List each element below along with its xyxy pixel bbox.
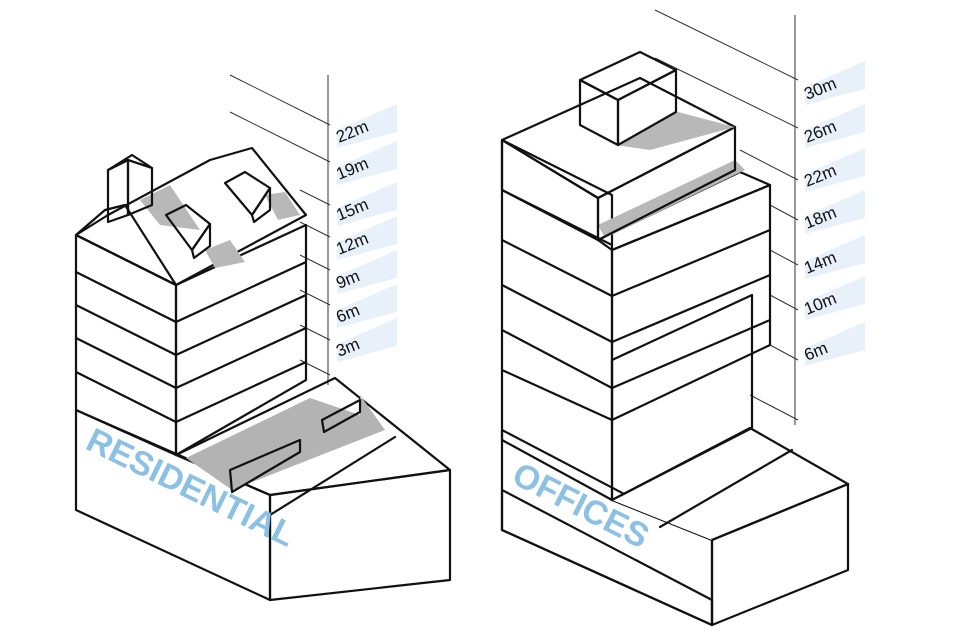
residential-low-wall-2 <box>320 398 362 434</box>
offices-step-shadow <box>598 160 745 238</box>
plant-box-top <box>578 50 678 102</box>
residential-floor-lines <box>74 260 308 424</box>
dormer-1-side <box>190 222 212 260</box>
residential-shadow <box>186 395 385 490</box>
residential-plinth-side <box>268 468 452 602</box>
offices-dimension-line <box>654 9 799 425</box>
residential-plinth-joint <box>268 435 397 517</box>
roof-shadow-1 <box>140 185 200 230</box>
residential-height-labels: 22m 19m 15m 12m 9m 6m 3m <box>333 104 397 362</box>
offices-lower-side <box>610 293 754 502</box>
offices-height-labels: 30m 26m 22m 18m 14m 10m 6m <box>801 61 865 366</box>
offices-plinth-top-lit <box>612 480 712 540</box>
residential-gable <box>74 203 178 287</box>
offices-front-facade <box>500 138 614 502</box>
offices-building: OFFICES <box>500 9 850 627</box>
offices-plinth-joint <box>658 448 794 529</box>
offices-plinth-side <box>710 482 850 627</box>
offices-roof-shadow <box>616 112 735 150</box>
residential-side-facade <box>174 223 308 457</box>
dormer-2-roof <box>223 170 272 217</box>
chimney-top <box>106 153 154 172</box>
residential-low-wall-1 <box>228 438 302 494</box>
roof-shadow-3 <box>265 192 300 220</box>
chimney-side <box>126 158 154 217</box>
roof-shadow-2 <box>205 240 245 268</box>
dormer-2-side <box>250 186 272 224</box>
